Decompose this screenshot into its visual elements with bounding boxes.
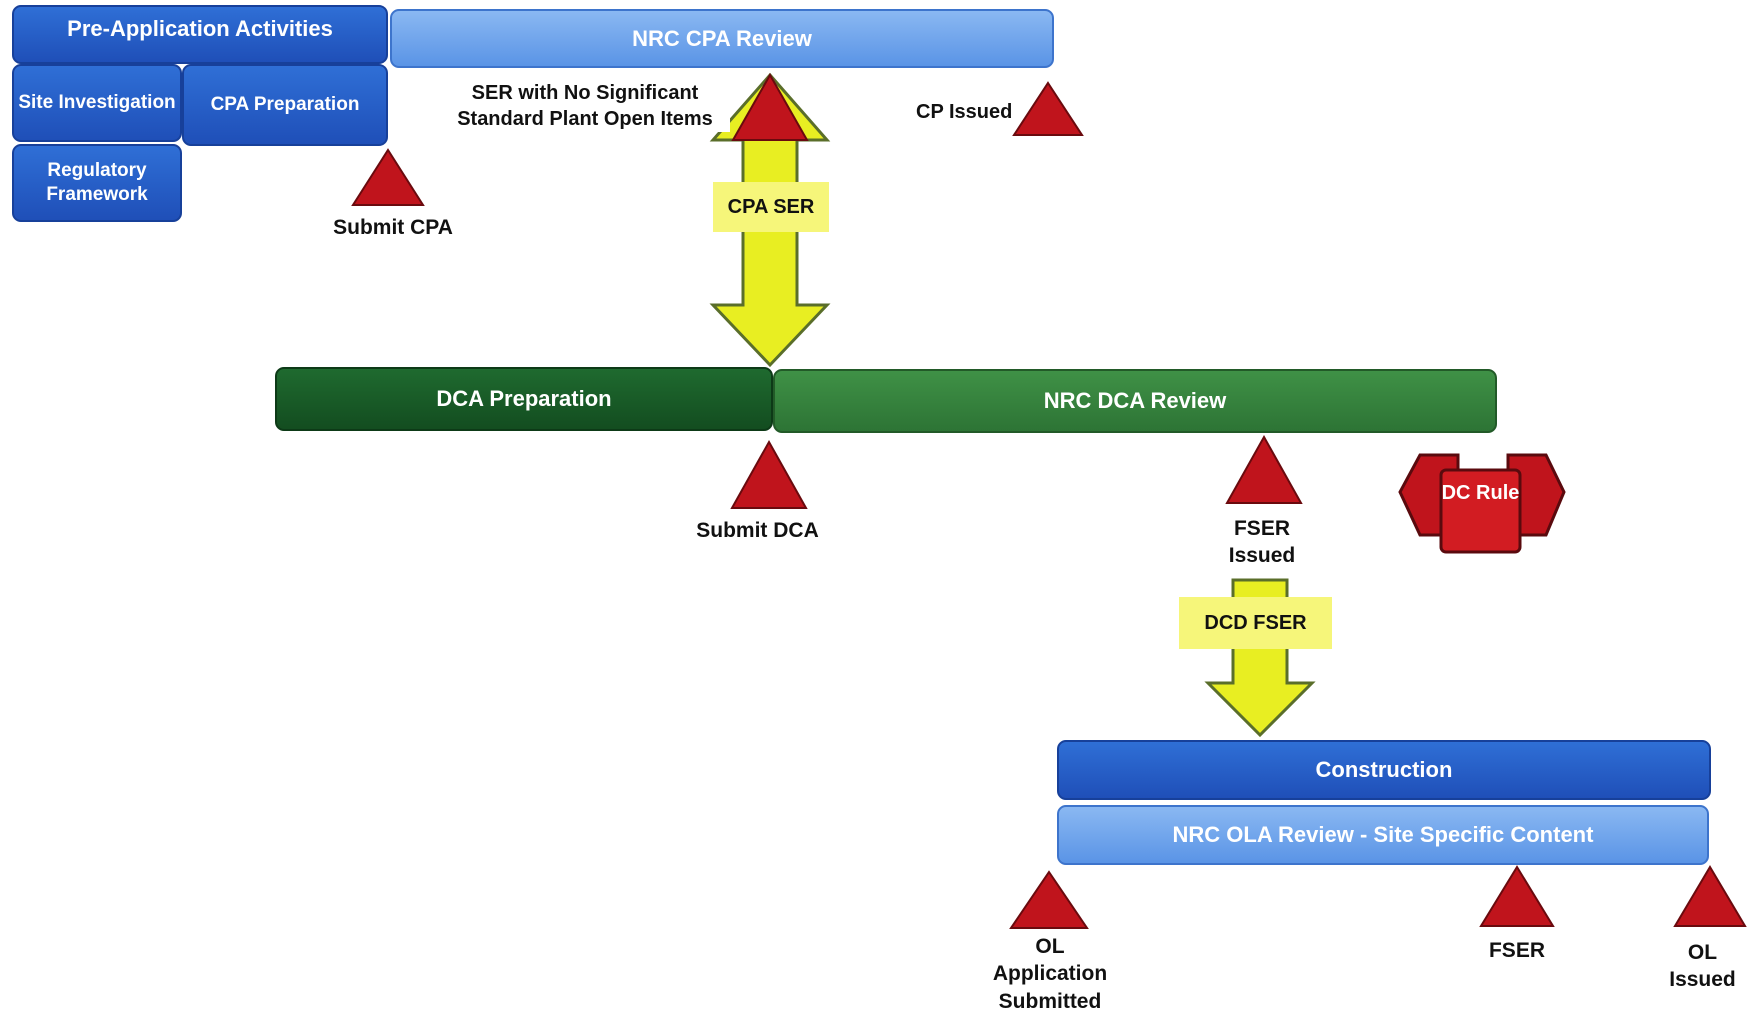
ser-milestone-label: SER with No Significant Standard Plant O… (440, 80, 730, 132)
dcd-fser-label: DCD FSER (1179, 597, 1332, 649)
cp-issued-triangle (1012, 81, 1084, 136)
submit-dca-triangle (730, 439, 808, 509)
dca-preparation-bar: DCA Preparation (275, 367, 773, 431)
submit-cpa-triangle (351, 148, 425, 206)
fser-ola-label: FSER (1477, 937, 1557, 965)
cpa-preparation-box: CPA Preparation (182, 64, 388, 146)
ol-submitted-label: OL Application Submitted (985, 933, 1115, 1015)
submit-cpa-label: Submit CPA (318, 214, 468, 242)
nrc-cpa-review-bar: NRC CPA Review (390, 9, 1054, 68)
ser-milestone-triangle (731, 72, 809, 141)
regulatory-framework-box: Regulatory Framework (12, 144, 182, 222)
dc-rule-text: DC Rule (1441, 482, 1520, 504)
cp-issued-label: CP Issued (916, 101, 1013, 123)
fser-issued-label: FSER Issued (1212, 515, 1312, 570)
construction-bar: Construction (1057, 740, 1711, 800)
cpa-ser-label: CPA SER (713, 182, 829, 232)
dc-rule-banner-body (1439, 468, 1522, 554)
pre-application-header: Pre-Application Activities (12, 5, 388, 64)
nrc-dca-review-bar: NRC DCA Review (773, 369, 1497, 433)
nrc-ola-review-bar: NRC OLA Review - Site Specific Content (1057, 805, 1709, 865)
dc-rule-banner-right (1506, 453, 1566, 537)
submit-dca-label: Submit DCA (680, 517, 835, 545)
ol-issued-label: OL Issued (1660, 939, 1745, 994)
fser-issued-triangle (1225, 434, 1303, 504)
site-investigation-box: Site Investigation (12, 64, 182, 142)
fser-ola-triangle (1479, 865, 1555, 927)
ol-submitted-triangle (1009, 870, 1089, 929)
ol-issued-triangle (1673, 865, 1747, 927)
